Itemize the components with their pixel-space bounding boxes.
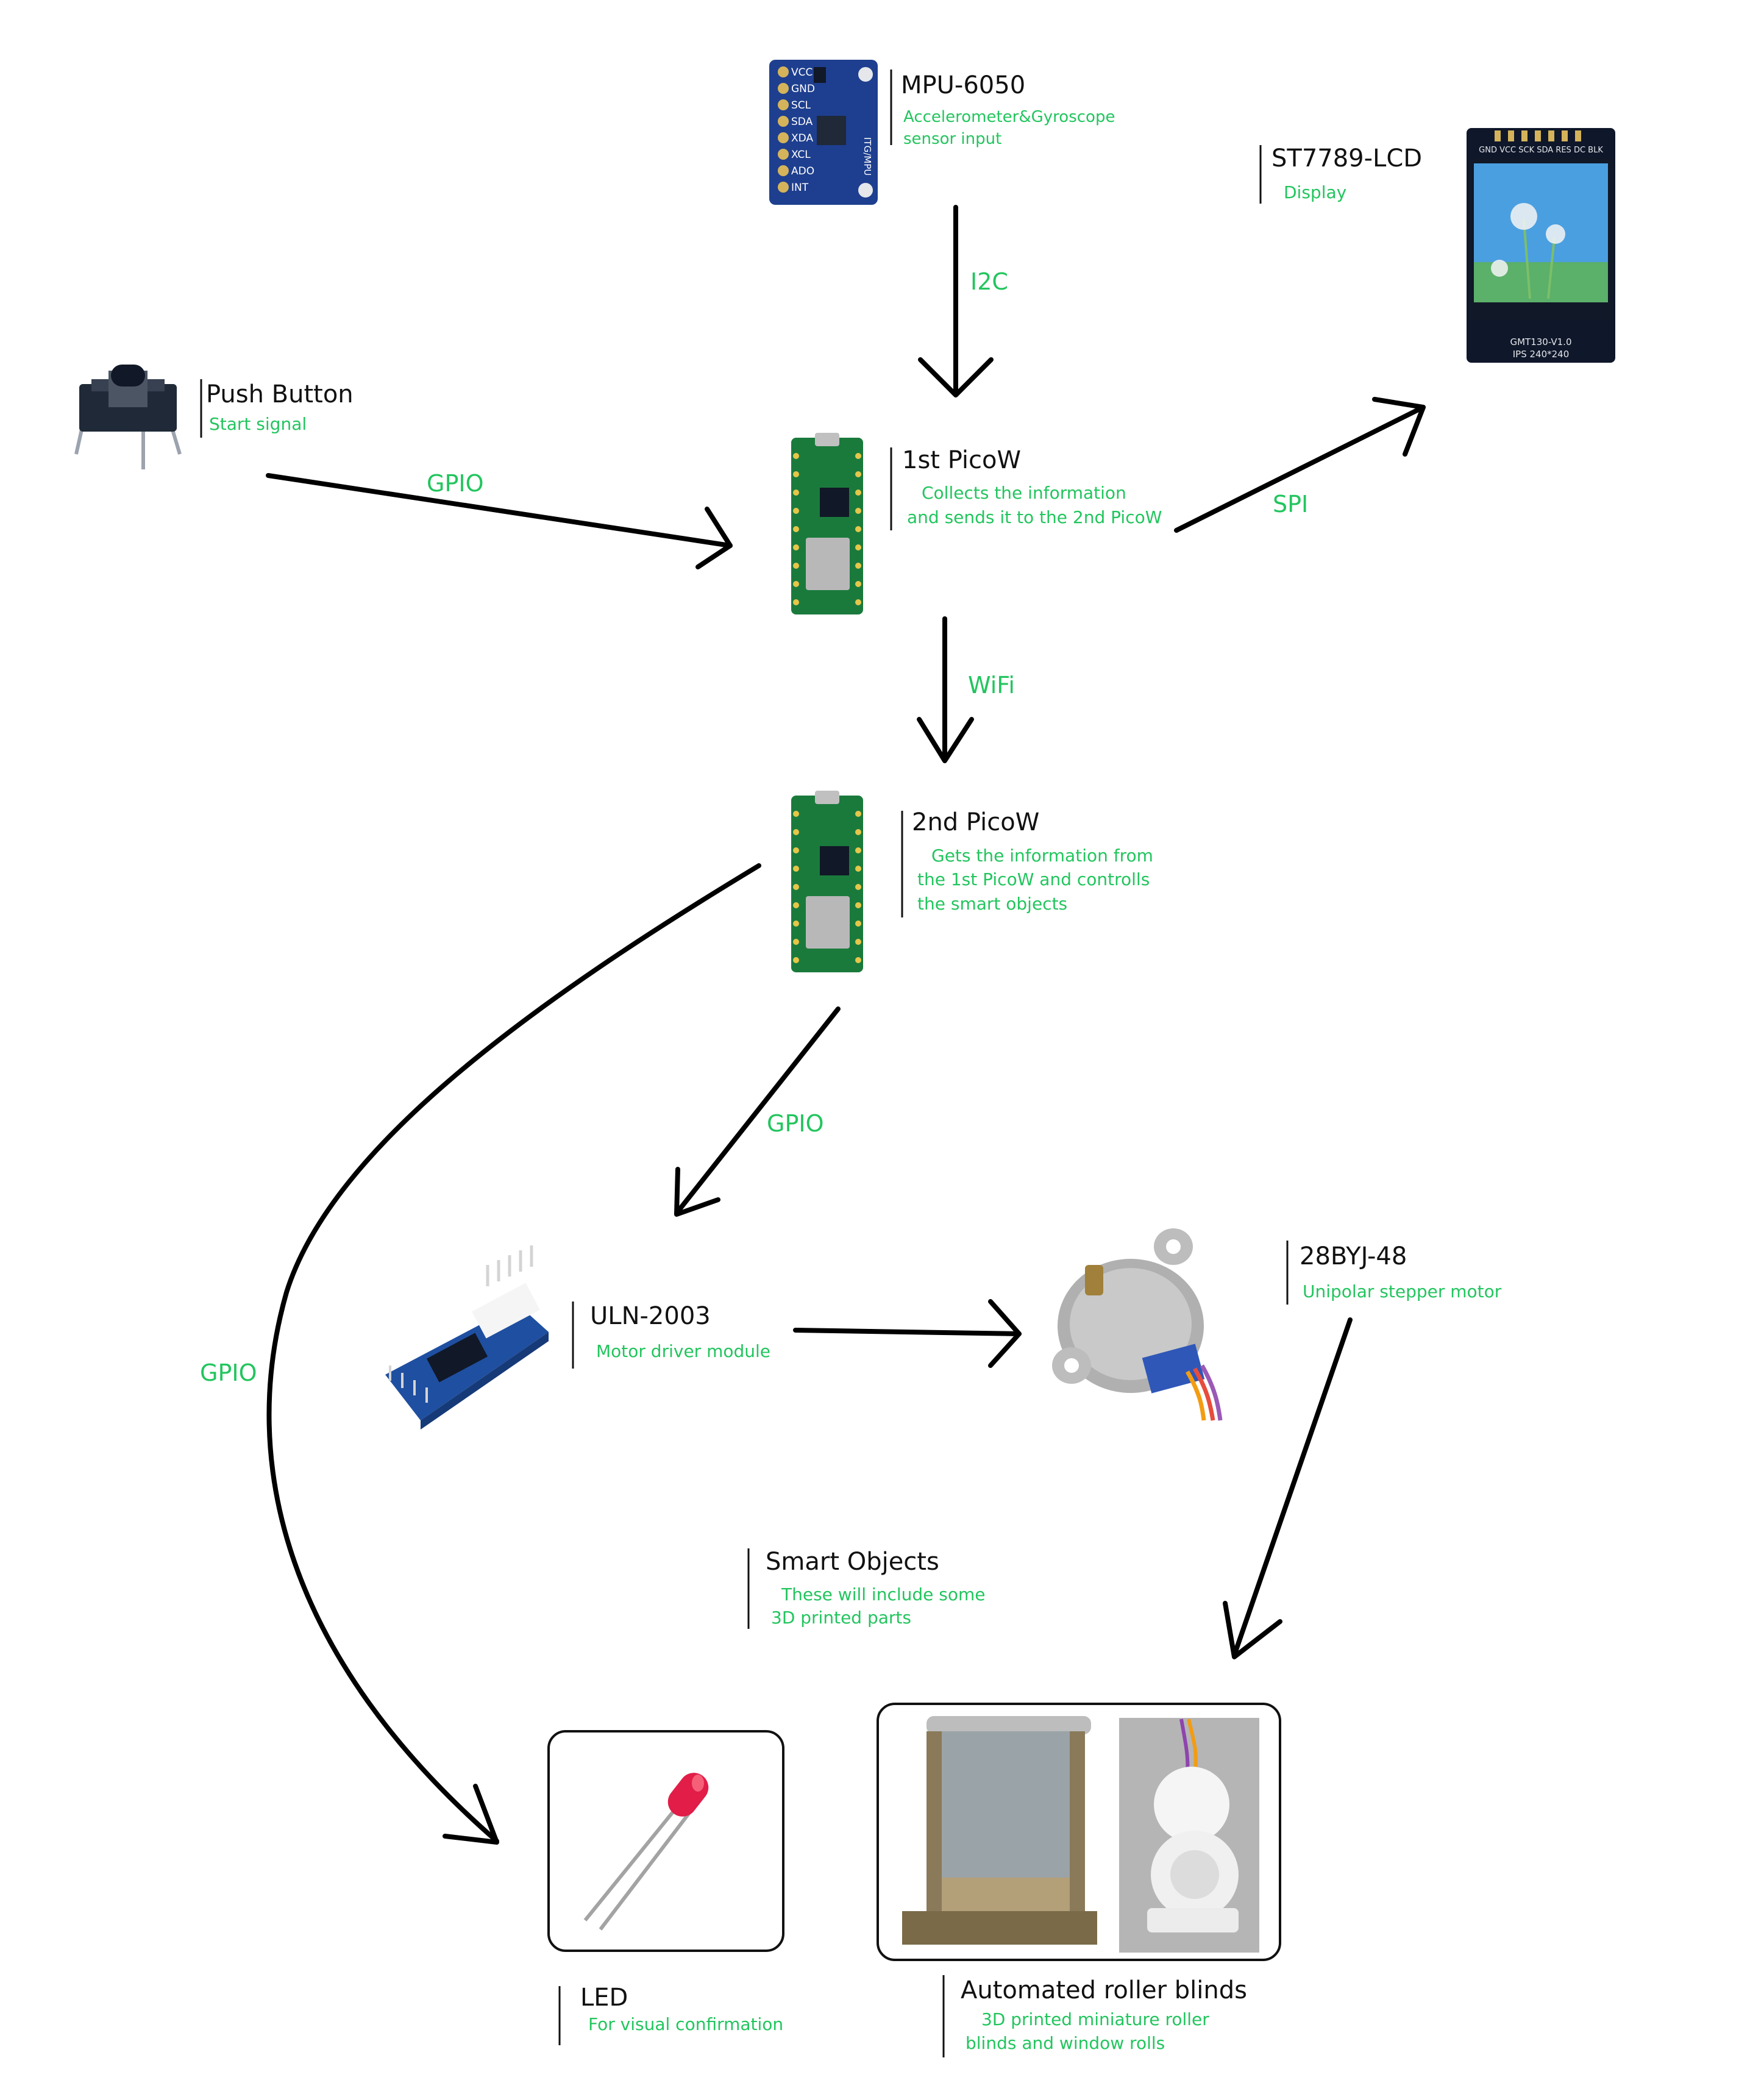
uln-title: ULN-2003 bbox=[590, 1302, 711, 1330]
mpu-pin-3: SCL bbox=[791, 99, 811, 112]
arrow-button-to-pico1 bbox=[266, 473, 733, 548]
button-title: Push Button bbox=[206, 380, 354, 408]
arrowhead-stepper-to-blinds bbox=[1223, 1601, 1282, 1659]
stepper-desc: Unipolar stepper motor bbox=[1303, 1281, 1502, 1302]
pico1-title: 1st PicoW bbox=[902, 446, 1021, 474]
mpu-pin-2: GND bbox=[791, 83, 815, 95]
pico2-title: 2nd PicoW bbox=[912, 808, 1039, 836]
mpu-chip-label: ITG/MPU bbox=[862, 137, 873, 176]
led-illustration bbox=[583, 1773, 709, 1931]
mpu-pin-1: VCC bbox=[791, 66, 813, 79]
led-desc: For visual confirmation bbox=[588, 2014, 783, 2034]
lcd-footer-label-1: GMT130-V1.0 bbox=[1510, 337, 1571, 347]
mpu-pin-8: INT bbox=[791, 182, 809, 194]
label-gpio-led: GPIO bbox=[200, 1359, 257, 1386]
pico2-board bbox=[791, 791, 863, 972]
arrow-pico2-to-led bbox=[266, 863, 761, 1843]
stepper-title: 28BYJ-48 bbox=[1300, 1242, 1407, 1270]
pico1-desc-line2: and sends it to the 2nd PicoW bbox=[907, 507, 1162, 527]
pico2-desc-line3: the smart objects bbox=[917, 894, 1067, 914]
arrowhead-uln-to-stepper bbox=[988, 1299, 1022, 1368]
pico1-board bbox=[791, 433, 863, 614]
label-gpio-uln: GPIO bbox=[767, 1110, 823, 1137]
led-title: LED bbox=[580, 1984, 628, 2012]
lcd-header-label: GND VCC SCK SDA RES DC BLK bbox=[1479, 146, 1603, 155]
arrowhead-pico1-to-lcd bbox=[1372, 397, 1426, 457]
label-i2c: I2C bbox=[970, 268, 1008, 295]
smart-desc-line1: These will include some bbox=[781, 1584, 986, 1604]
uln2003-module bbox=[385, 1245, 549, 1430]
mpu-pin-7: ADO bbox=[791, 165, 814, 177]
mpu-title: MPU-6050 bbox=[901, 71, 1025, 99]
label-gpio-button: GPIO bbox=[427, 470, 483, 497]
arrowhead-pico2-to-uln bbox=[674, 1167, 720, 1217]
gear-mechanism-photo bbox=[1119, 1718, 1259, 1953]
arrowhead-pico2-to-led bbox=[443, 1784, 499, 1845]
roller-blinds-photo bbox=[889, 1714, 1108, 1952]
pico1-desc-line1: Collects the information bbox=[922, 483, 1126, 503]
arrow-uln-to-stepper bbox=[793, 1328, 1022, 1336]
mpu-pin-5: XDA bbox=[791, 132, 813, 144]
mpu-desc-line1: Accelerometer&Gyroscope bbox=[903, 108, 1115, 126]
mpu-pin-4: SDA bbox=[791, 116, 813, 128]
mpu6050-module: VCC GND SCL SDA XDA XCL ADO INT ITG/MPU bbox=[769, 60, 878, 205]
uln-desc: Motor driver module bbox=[596, 1341, 770, 1361]
stepper-motor bbox=[1052, 1228, 1223, 1421]
pico2-desc-line1: Gets the information from bbox=[931, 846, 1153, 866]
smart-desc-line2: 3D printed parts bbox=[771, 1608, 911, 1628]
mpu-desc-line2: sensor input bbox=[903, 130, 1001, 148]
arrowhead-button-to-pico1 bbox=[695, 507, 733, 569]
label-wifi: WiFi bbox=[968, 672, 1015, 699]
smart-title: Smart Objects bbox=[766, 1548, 939, 1576]
push-button-component bbox=[74, 365, 182, 469]
st7789-lcd-module: GND VCC SCK SDA RES DC BLK GMT130-V1.0 I… bbox=[1467, 128, 1615, 363]
connections bbox=[266, 205, 1426, 1845]
lcd-title: ST7789-LCD bbox=[1271, 144, 1422, 173]
arrowhead-mpu-to-pico1 bbox=[918, 357, 994, 397]
pico2-desc-line2: the 1st PicoW and controlls bbox=[917, 869, 1150, 889]
button-desc: Start signal bbox=[209, 414, 307, 434]
mpu-pin-6: XCL bbox=[791, 149, 811, 161]
arrowhead-pico1-to-pico2 bbox=[917, 717, 974, 763]
arrow-pico2-to-uln bbox=[674, 1006, 841, 1216]
blinds-desc-line2: blinds and window rolls bbox=[966, 2033, 1165, 2053]
lcd-footer-label-2: IPS 240*240 bbox=[1513, 349, 1570, 360]
blinds-desc-line1: 3D printed miniature roller bbox=[981, 2009, 1209, 2029]
arrow-pico1-to-lcd bbox=[1174, 405, 1426, 533]
label-spi: SPI bbox=[1273, 491, 1308, 518]
lcd-desc: Display bbox=[1284, 182, 1346, 202]
blinds-title: Automated roller blinds bbox=[961, 1976, 1247, 2004]
arrow-stepper-to-blinds bbox=[1232, 1317, 1353, 1658]
